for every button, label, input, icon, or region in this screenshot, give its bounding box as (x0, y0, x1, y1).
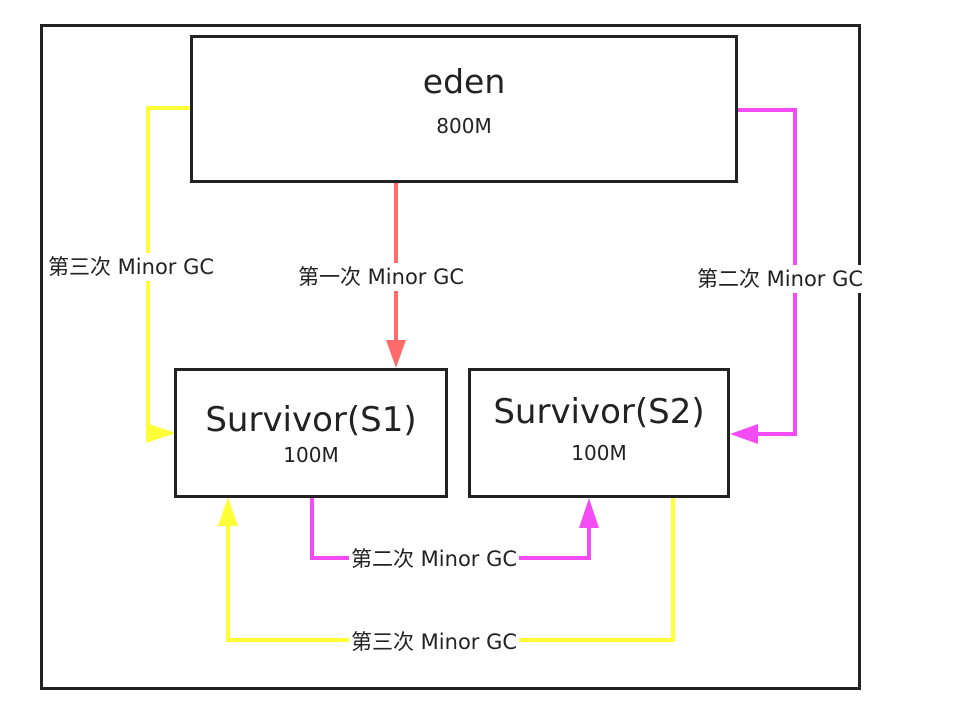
first-gc-eden-to-s1-arrowhead (386, 340, 406, 368)
survivor-s1-size: 100M (283, 443, 339, 467)
third-gc-eden-to-s1-arrowhead (146, 423, 176, 443)
second-gc-eden-to-s2-label: 第二次 Minor GC (695, 265, 866, 293)
first-gc-eden-to-s1-label: 第一次 Minor GC (296, 263, 467, 291)
jvm-heap-frame (40, 24, 861, 690)
survivor-s1-box: Survivor(S1) 100M (174, 368, 448, 498)
third-gc-s2-to-s1-arrowhead (218, 497, 238, 526)
third-gc-eden-to-s1-label: 第三次 Minor GC (46, 253, 217, 281)
eden-name: eden (422, 62, 506, 101)
second-gc-s1-to-s2-arrowhead (579, 498, 599, 528)
second-gc-eden-to-s2-arrowhead (730, 424, 758, 444)
survivor-s2-box: Survivor(S2) 100M (468, 368, 730, 498)
survivor-s2-name: Survivor(S2) (493, 392, 705, 432)
eden-box: eden 800M (190, 35, 738, 183)
third-gc-s2-to-s1-label: 第三次 Minor GC (349, 628, 520, 656)
survivor-s2-size: 100M (571, 441, 627, 465)
second-gc-s1-to-s2-label: 第二次 Minor GC (349, 545, 520, 573)
survivor-s1-name: Survivor(S1) (205, 400, 417, 440)
eden-size: 800M (436, 114, 492, 138)
